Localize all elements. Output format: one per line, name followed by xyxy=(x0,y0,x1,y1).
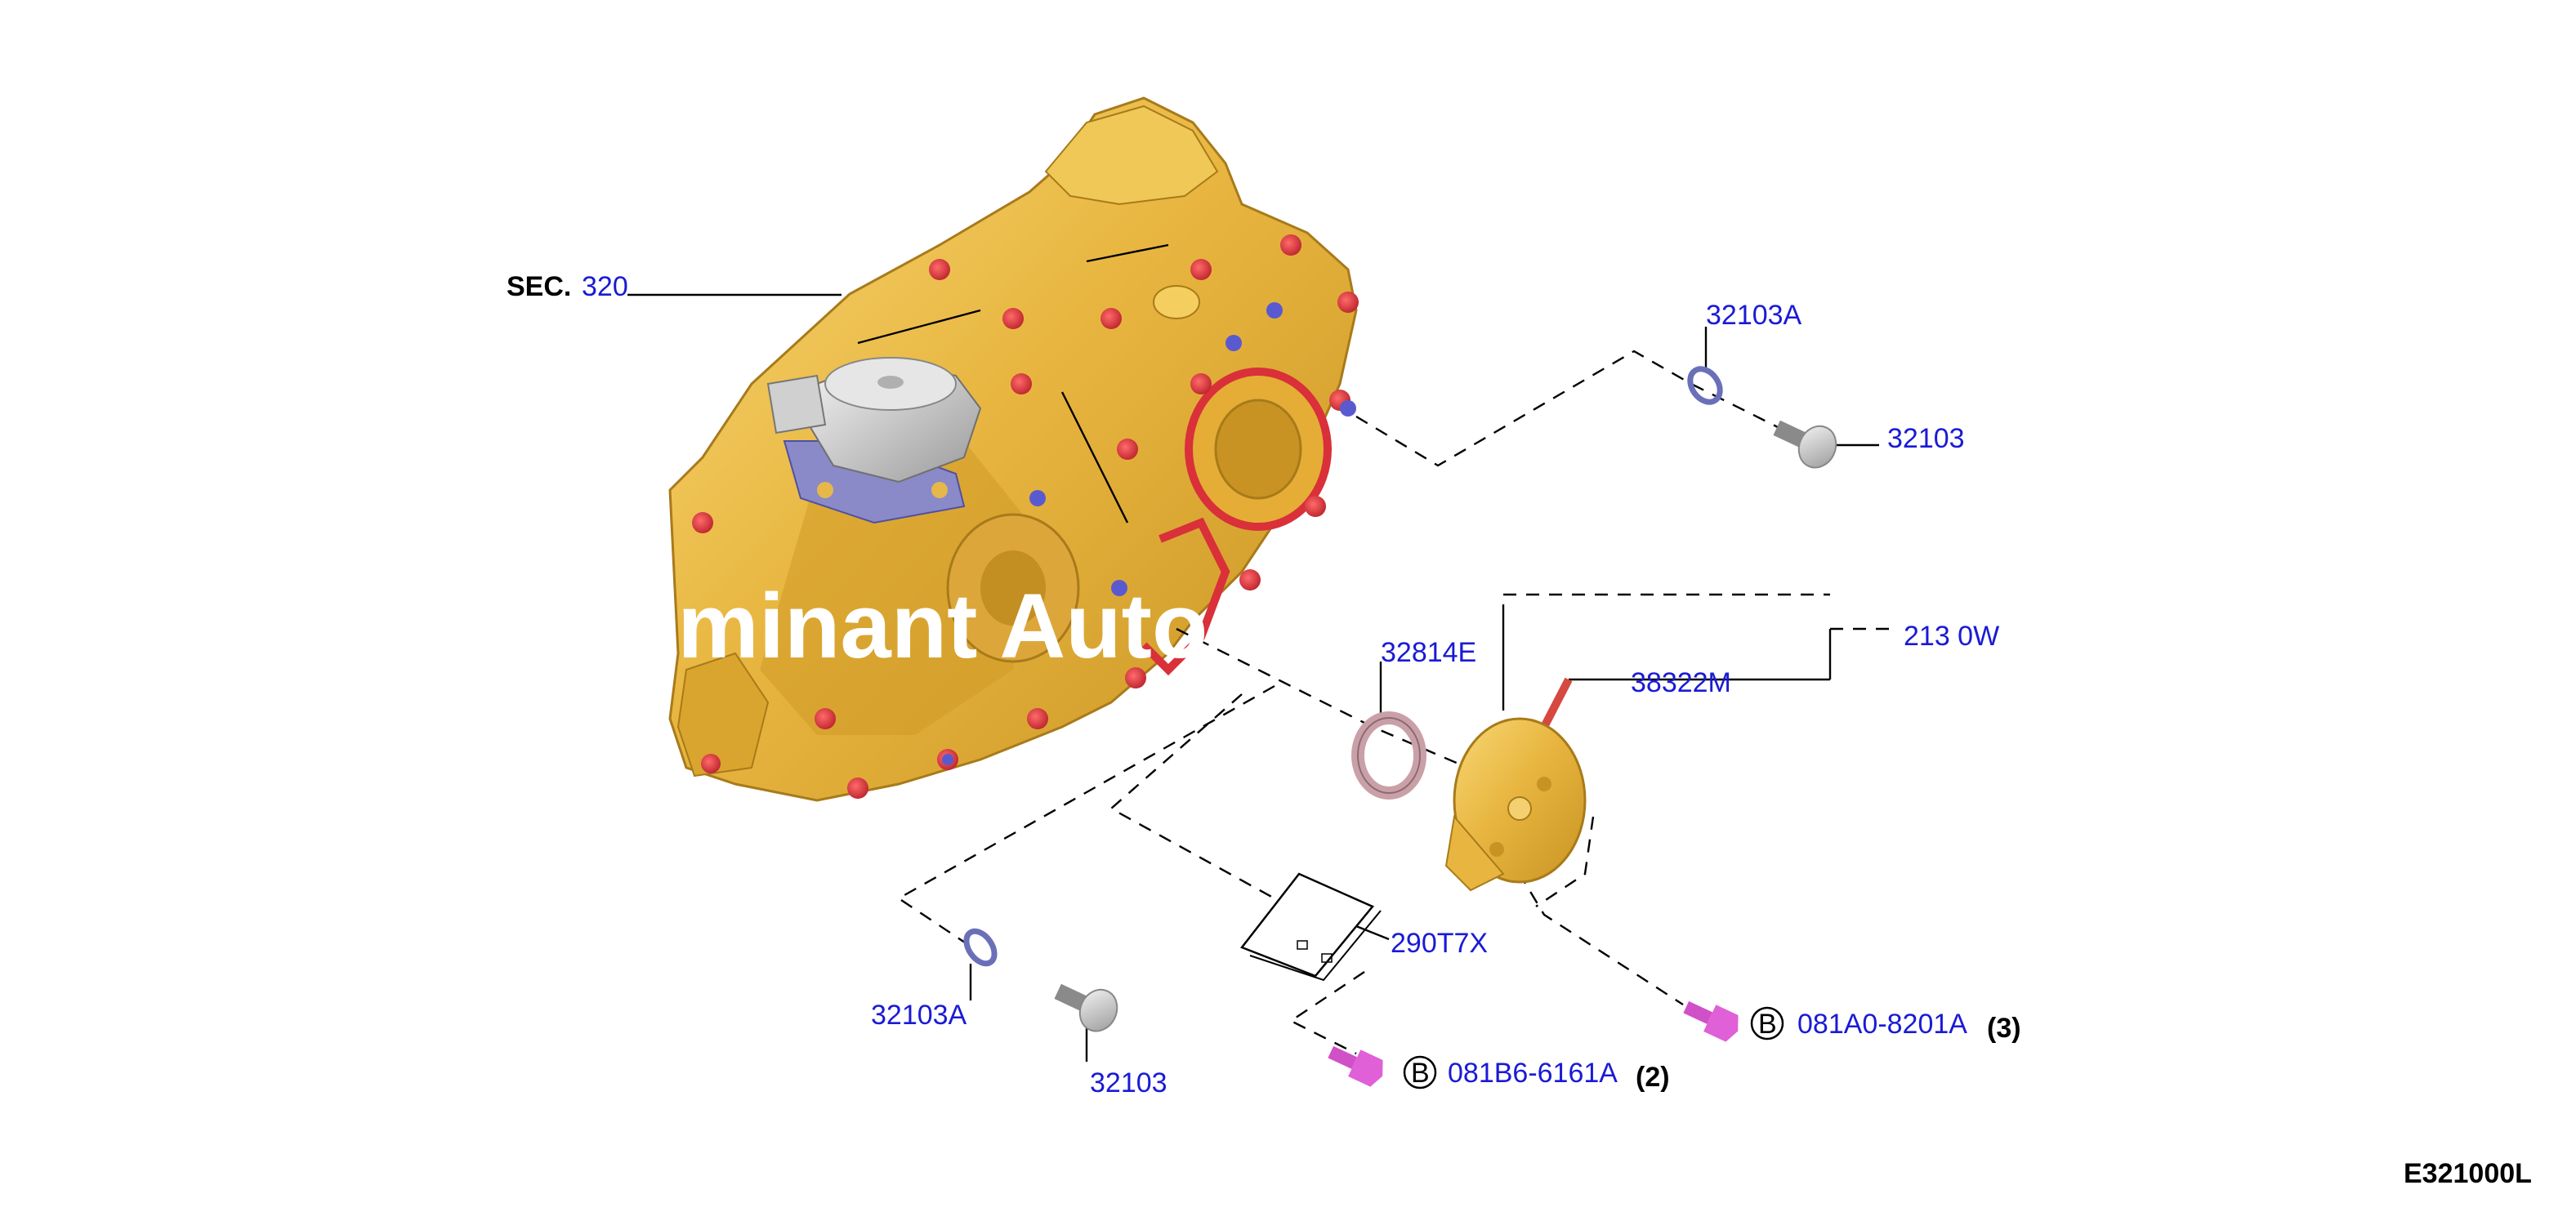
speed-sensor xyxy=(1444,677,1587,892)
housing-bolts xyxy=(692,234,1359,799)
part-32103-bottom-link[interactable]: 32103 xyxy=(1090,1067,1167,1098)
part-32814E-link[interactable]: 32814E xyxy=(1381,637,1476,668)
part-32103-top-link[interactable]: 32103 xyxy=(1887,423,1965,454)
sec-number-link[interactable]: 320 xyxy=(582,271,628,302)
part-081A0-8201A-link[interactable]: 081A0-8201A xyxy=(1797,1009,1967,1040)
o-ring-bottom xyxy=(963,928,998,967)
oil-seal xyxy=(1351,711,1426,800)
watermark-text: Dominant Auto Parts xyxy=(556,575,1462,677)
bolt-ref-b-letter-1: B xyxy=(1758,1009,1777,1040)
drain-plug-bottom xyxy=(1054,983,1118,1032)
pink-bolt-081B6 xyxy=(1328,1045,1383,1087)
drain-plug-top xyxy=(1773,420,1837,469)
pink-bolt-081A0 xyxy=(1683,1000,1739,1042)
actuator-motor xyxy=(766,357,982,524)
caution-label-plate xyxy=(1239,872,1382,982)
bolt-ref-b-badge-1 xyxy=(1750,1006,1784,1040)
bolt-ref-b-badge-2 xyxy=(1403,1055,1437,1089)
part-32103A-top-link[interactable]: 32103A xyxy=(1706,300,1802,331)
part-32103A-bottom-link[interactable]: 32103A xyxy=(871,1000,967,1031)
bolt-ref-b-letter-2: B xyxy=(1411,1058,1430,1089)
part-213-0W-link[interactable]: 213 0W xyxy=(1904,621,1999,652)
housing-blue-plugs xyxy=(942,302,1356,765)
leader-lines xyxy=(627,293,1895,1062)
part-290T7X-link[interactable]: 290T7X xyxy=(1391,928,1488,959)
part-38322M-link[interactable]: 38322M xyxy=(1631,667,1731,698)
sec-prefix-label: SEC. xyxy=(507,271,571,302)
o-ring-top xyxy=(1687,366,1723,405)
bolt-ref-qty-2: (2) xyxy=(1636,1062,1670,1093)
bolt-ref-qty-1: (3) xyxy=(1987,1013,2021,1044)
transfer-case-housing xyxy=(668,96,1358,802)
part-081B6-6161A-link[interactable]: 081B6-6161A xyxy=(1448,1058,1618,1089)
figure-code: E321000L xyxy=(2404,1158,2532,1189)
